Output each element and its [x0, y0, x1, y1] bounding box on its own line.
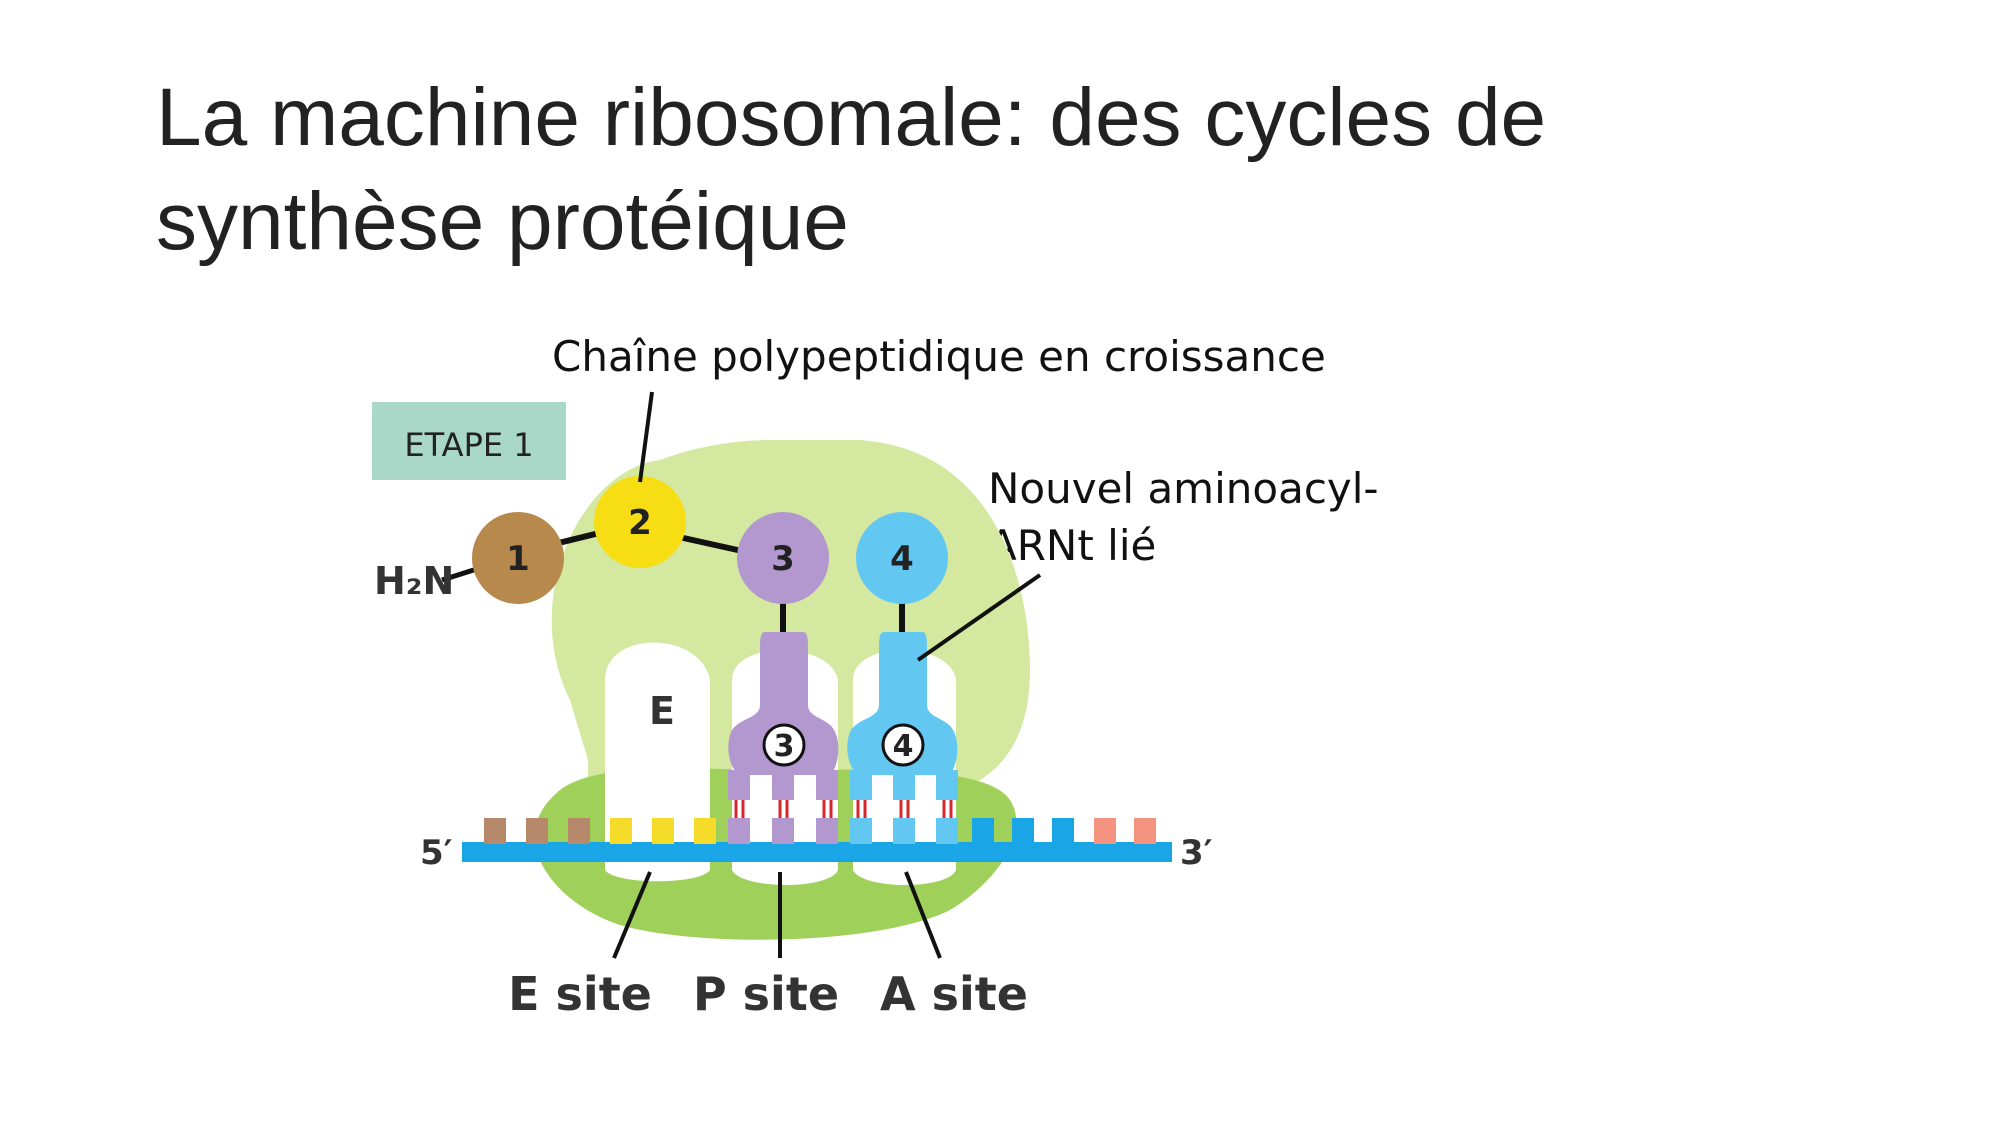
p-site-label: P site — [693, 967, 839, 1021]
title-line-2: synthèse protéique — [156, 176, 849, 267]
a-site-pointer — [904, 871, 942, 959]
trna-p-number-badge — [762, 723, 806, 767]
amino-group-label: H₂N — [374, 559, 454, 603]
trna-p-label: 3 — [774, 729, 795, 764]
title-line-1: La machine ribosomale: des cycles de — [156, 72, 1547, 163]
a-site-label: A site — [880, 967, 1028, 1021]
new-trna-caption-line-2: ARNt lié — [988, 521, 1157, 570]
growing-chain-caption: Chaîne polypeptidique en croissance — [552, 332, 1326, 381]
mrna-strand — [462, 842, 1172, 862]
mrna-codons — [484, 818, 1156, 844]
amino-acid-2 — [594, 476, 686, 568]
amino-acid-3-label: 3 — [771, 539, 795, 579]
new-trna-caption-line-1: Nouvel aminoacyl- — [988, 464, 1379, 513]
e-site-pointer — [612, 871, 652, 959]
amino-acid-4 — [856, 512, 948, 604]
amino-acid-3 — [737, 512, 829, 604]
trna-p-anticodon-1 — [728, 770, 750, 800]
trna-p-anticodon-2 — [772, 770, 794, 800]
trna-a-site — [847, 632, 958, 775]
trna-a-anticodon-2 — [893, 770, 915, 800]
amino-acid-2-label: 2 — [628, 503, 652, 543]
growing-chain-pointer — [638, 391, 654, 483]
amino-acid-1 — [472, 512, 564, 604]
mrna-5-prime-label: 5′ — [420, 833, 453, 873]
step-badge — [372, 402, 566, 480]
trna-a-anticodon-1 — [850, 770, 872, 800]
amino-acid-1-label: 1 — [506, 539, 530, 579]
e-site-label: E site — [508, 967, 652, 1021]
trna-p-site — [728, 632, 839, 775]
trna-a-label: 4 — [893, 729, 914, 764]
trna-p-anticodon-3 — [816, 770, 838, 800]
trna-a-anticodon-3 — [936, 770, 958, 800]
e-site-inner-label: E — [649, 689, 675, 733]
step-badge-label: ETAPE 1 — [404, 426, 533, 464]
amino-acid-4-label: 4 — [890, 539, 914, 579]
mrna-3-prime-label: 3′ — [1180, 833, 1213, 873]
trna-a-number-badge — [881, 723, 925, 767]
new-trna-pointer — [916, 573, 1042, 662]
slide-title: La machine ribosomale: des cycles de syn… — [156, 66, 1856, 274]
